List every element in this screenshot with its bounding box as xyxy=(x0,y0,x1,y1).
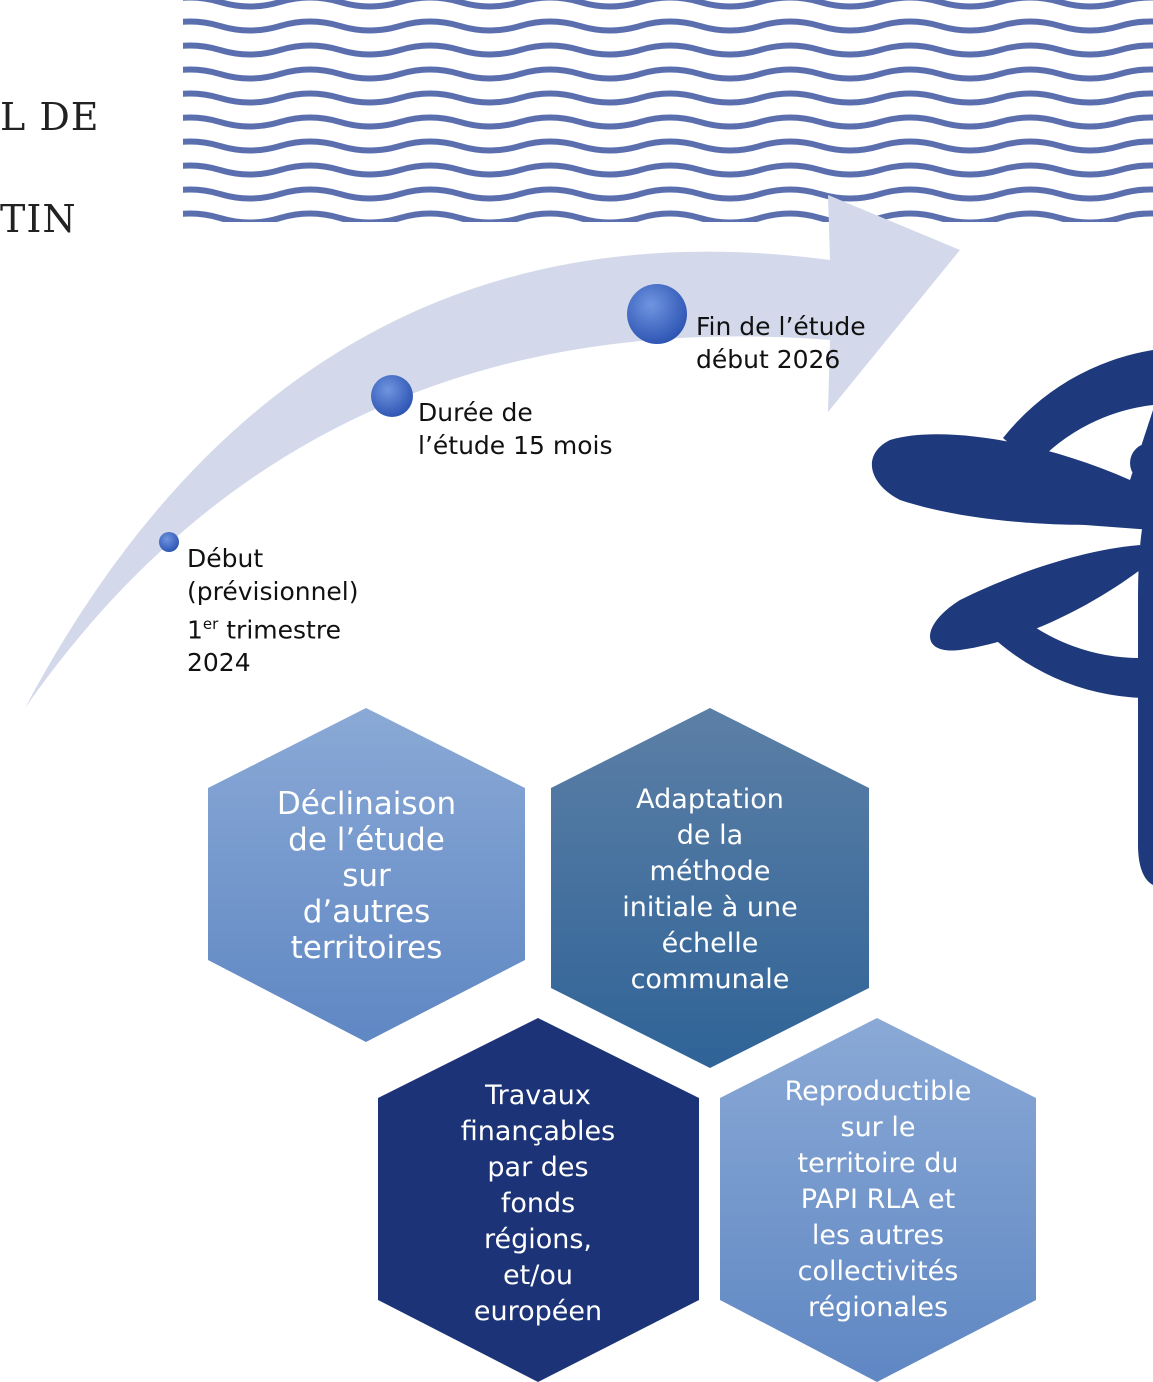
milestone-dot-3 xyxy=(627,284,687,344)
milestone-end-line-2: début 2026 xyxy=(696,345,841,374)
wave-line xyxy=(183,90,1153,106)
hex3-line-7: européen xyxy=(473,1296,603,1327)
milestone-start-line-2: (prévisionnel) xyxy=(187,577,359,606)
wave-line xyxy=(183,138,1153,154)
hex4-line-4: PAPI RLA et xyxy=(800,1184,956,1215)
hexagon-reproductible-text: Reproductible sur le territoire du PAPI … xyxy=(730,1074,1026,1326)
hex4-line-3: territoire du xyxy=(797,1148,959,1179)
title-fragment-2: TIN xyxy=(0,197,77,241)
hex3-line-3: par des xyxy=(487,1152,589,1183)
hexagon-reproductible xyxy=(720,1018,1036,1382)
milestone-duration-line-1: Durée de xyxy=(418,398,533,427)
milestone-start-line-1: Début xyxy=(187,544,264,573)
wave-line xyxy=(183,18,1153,34)
milestone-label-end: Fin de l’étude début 2026 xyxy=(696,310,866,376)
timeline-arrow xyxy=(25,195,960,708)
hex2-line-1: Adaptation xyxy=(636,784,784,815)
hexagon-adaptation xyxy=(551,708,869,1068)
hex3-line-1: Travaux xyxy=(485,1080,591,1111)
dragonfly-logo xyxy=(871,350,1153,885)
wave-line xyxy=(183,0,1153,10)
hex4-line-6: collectivités xyxy=(797,1256,959,1287)
wave-line xyxy=(183,210,1153,222)
hex4-line-2: sur le xyxy=(840,1112,916,1143)
hex2-line-6: communale xyxy=(630,964,790,995)
hex1-line-5: territoires xyxy=(290,930,443,966)
ordinal-rest: trimestre xyxy=(218,615,341,645)
waves-pattern xyxy=(183,0,1153,222)
milestone-dot-2 xyxy=(371,375,413,417)
hexagon-travaux-text: Travaux finançables par des fonds région… xyxy=(398,1078,678,1330)
hex3-line-5: régions, xyxy=(483,1224,593,1255)
hexagon-travaux xyxy=(378,1018,699,1382)
hex2-line-3: méthode xyxy=(649,856,771,887)
hex2-line-5: échelle xyxy=(661,928,759,959)
hex3-line-2: finançables xyxy=(460,1116,616,1147)
title-fragment-1: L DE xyxy=(0,95,100,139)
hex2-line-4: initiale à une xyxy=(622,892,798,923)
wave-line xyxy=(183,66,1153,82)
hex1-line-4: d’autres xyxy=(302,894,431,930)
hex2-line-2: de la xyxy=(676,820,744,851)
wave-line xyxy=(183,114,1153,130)
wave-line xyxy=(183,162,1153,178)
hex1-line-2: de l’étude xyxy=(288,822,445,858)
hex4-line-1: Reproductible xyxy=(784,1076,972,1107)
hexagon-declinaison-text: Déclinaison de l’étude sur d’autres terr… xyxy=(208,786,525,966)
hex1-line-3: sur xyxy=(342,858,391,894)
milestone-dot-1 xyxy=(159,532,179,552)
milestone-start-line-4: 2024 xyxy=(187,648,251,678)
hex3-line-6: et/ou xyxy=(503,1260,573,1291)
milestone-end-line-1: Fin de l’étude xyxy=(696,312,866,341)
wave-line xyxy=(183,186,1153,202)
milestone-label-duration: Durée de l’étude 15 mois xyxy=(418,396,613,462)
wave-line xyxy=(183,42,1153,58)
hex4-line-7: régionales xyxy=(807,1292,949,1323)
hexagon-declinaison xyxy=(208,708,525,1042)
hex3-line-4: fonds xyxy=(500,1188,576,1219)
hexagon-adaptation-text: Adaptation de la méthode initiale à une … xyxy=(562,782,858,998)
milestone-start-line-3: 1er trimestre xyxy=(187,608,359,646)
hex1-line-1: Déclinaison xyxy=(276,786,457,822)
ordinal-sup: er xyxy=(202,615,219,633)
milestone-label-start: Début (prévisionnel) 1er trimestre 2024 xyxy=(187,542,359,679)
hex4-line-5: les autres xyxy=(811,1220,945,1251)
milestone-duration-line-2: l’étude 15 mois xyxy=(418,431,613,460)
ordinal-base: 1 xyxy=(187,615,203,645)
